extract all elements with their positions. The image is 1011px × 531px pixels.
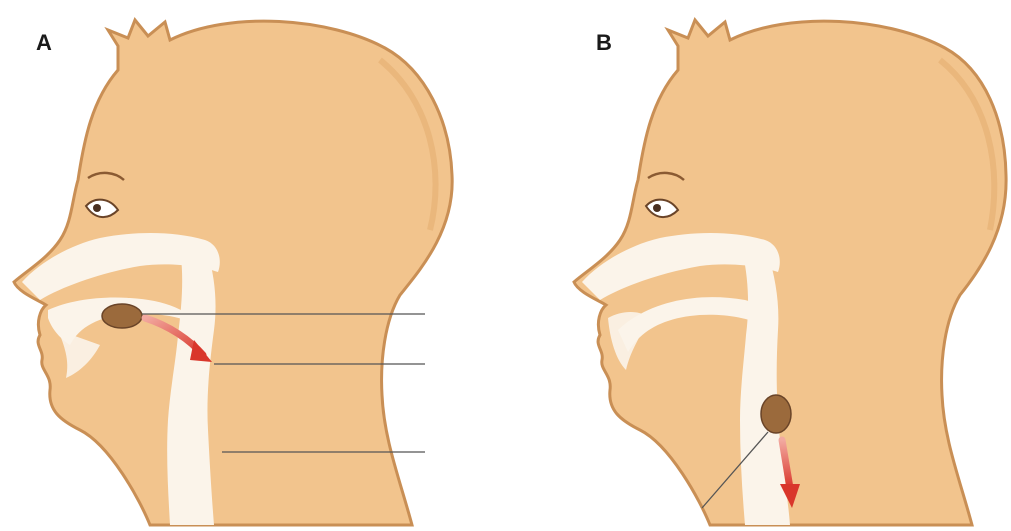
food-bolus-a (102, 304, 142, 328)
food-bolus-b (761, 395, 791, 433)
pupil-b (653, 204, 661, 212)
panel-b: B (574, 20, 1006, 525)
panel-label-a: A (36, 30, 52, 55)
panel-a: A (14, 20, 452, 525)
panel-label-b: B (596, 30, 612, 55)
pupil-a (93, 204, 101, 212)
